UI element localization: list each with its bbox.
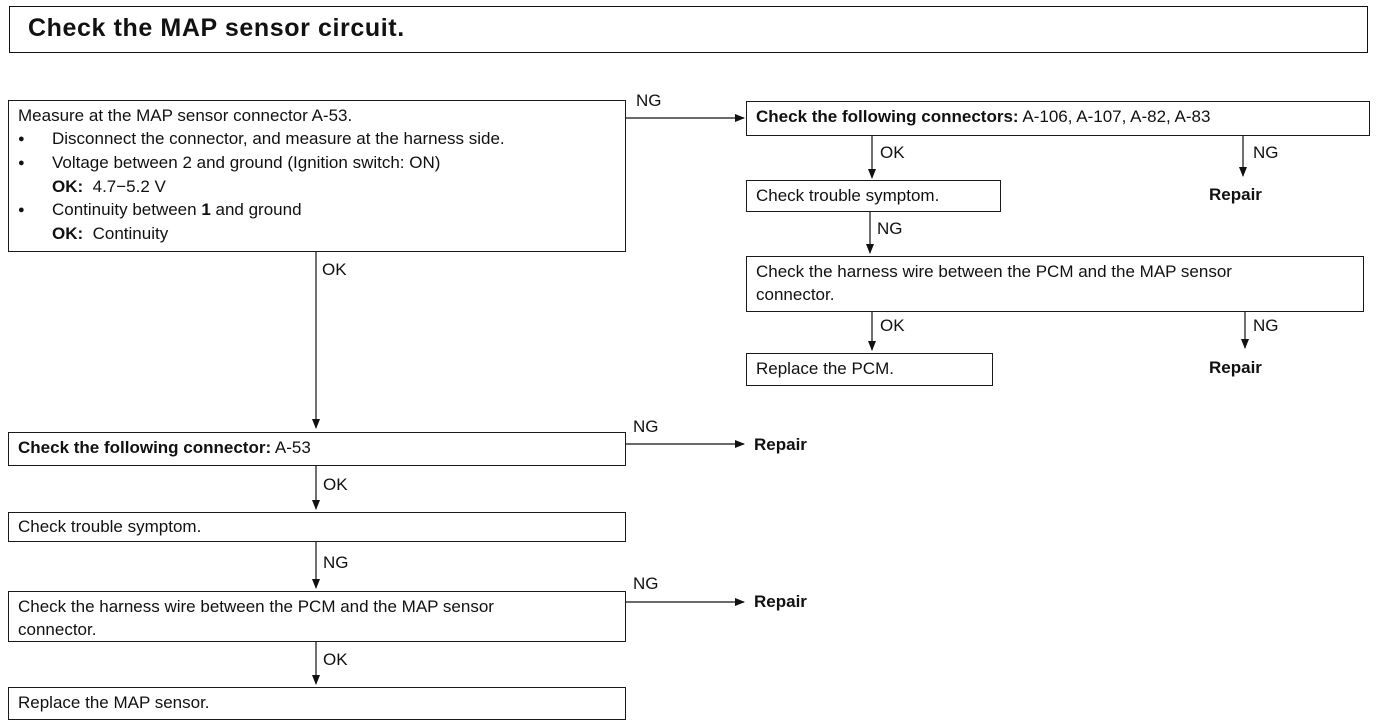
measure-bullet-disconnect: Disconnect the connector, and measure at… — [18, 127, 616, 151]
ok-label-measure: OK — [322, 260, 347, 279]
replace-map-sensor-box: Replace the MAP sensor. — [8, 687, 626, 720]
bullet-icon — [18, 151, 52, 175]
repair-label-harness: Repair — [754, 592, 807, 611]
repair-label-connector: Repair — [754, 435, 807, 454]
check-connectors-box: Check the following connectors: A-106, A… — [746, 101, 1370, 136]
page-title: Check the MAP sensor circuit. — [9, 6, 1368, 53]
ng-label-measure: NG — [636, 91, 662, 110]
ng-label-branch-symptom: NG — [877, 219, 903, 238]
ng-label-connector: NG — [633, 417, 659, 436]
branch-harness-box: Check the harness wire between the PCM a… — [746, 256, 1364, 312]
bullet-icon — [18, 127, 52, 151]
check-connector-box: Check the following connector: A-53 — [8, 432, 626, 466]
ok-label-harness: OK — [323, 650, 348, 669]
bullet-icon — [18, 198, 52, 222]
check-symptom-box: Check trouble symptom. — [8, 512, 626, 542]
ng-label-branch-harness: NG — [1253, 316, 1279, 335]
measure-heading: Measure at the MAP sensor connector A-53… — [18, 106, 353, 125]
ok-label-branch-harness: OK — [880, 316, 905, 335]
ok-label-branch-connectors: OK — [880, 143, 905, 162]
measure-box: Measure at the MAP sensor connector A-53… — [8, 100, 626, 252]
repair-label-branch-connectors: Repair — [1209, 185, 1262, 204]
ng-label-branch-connectors: NG — [1253, 143, 1279, 162]
measure-bullet-continuity: Continuity between 1 and ground — [18, 198, 616, 222]
check-harness-box: Check the harness wire between the PCM a… — [8, 591, 626, 642]
measure-ok-continuity: OK: Continuity — [52, 224, 169, 243]
measure-ok-voltage: OK: 4.7−5.2 V — [52, 177, 166, 196]
ng-label-symptom: NG — [323, 553, 349, 572]
measure-bullet-voltage: Voltage between 2 and ground (Ignition s… — [18, 151, 616, 175]
ng-label-harness: NG — [633, 574, 659, 593]
ok-label-connector: OK — [323, 475, 348, 494]
repair-label-branch-harness: Repair — [1209, 358, 1262, 377]
replace-pcm-box: Replace the PCM. — [746, 353, 993, 386]
branch-symptom-box: Check trouble symptom. — [746, 180, 1001, 212]
